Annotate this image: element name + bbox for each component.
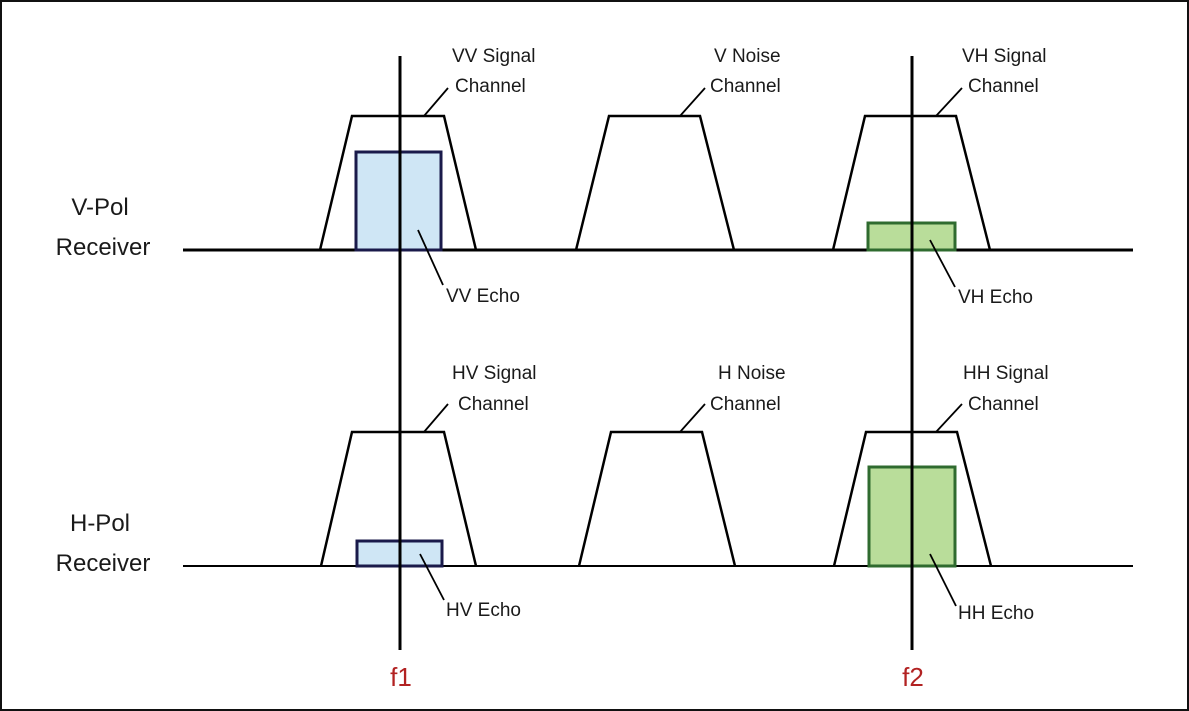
vh-channel-label-line2: Channel [968, 76, 1039, 97]
h-pol-label-line1: H-Pol [70, 510, 130, 537]
hh-channel-leader [935, 403, 963, 433]
vh-channel-leader [935, 87, 963, 117]
vn-channel-leader [679, 87, 706, 117]
hv-echo-label: HV Echo [446, 600, 521, 621]
h-pol-label-line2: Receiver [56, 550, 151, 577]
hn-channel-label-line1: H Noise [718, 363, 786, 384]
f1-label: f1 [390, 662, 412, 692]
vh-echo-leader [929, 239, 956, 288]
vv-signal-channel-shape [318, 114, 478, 251]
hn-channel-label-line2: Channel [710, 394, 781, 415]
hh-echo-leader [929, 553, 957, 607]
vv-channel-leader [423, 87, 449, 117]
hh-echo-label: HH Echo [958, 603, 1034, 624]
vv-channel-label-line1: VV Signal [452, 46, 535, 67]
vh-echo-label: VH Echo [958, 287, 1033, 308]
hv-channel-label-line2: Channel [458, 394, 529, 415]
h-noise-channel-shape [577, 430, 737, 567]
vv-echo-label: VV Echo [446, 286, 520, 307]
vh-channel-label-line1: VH Signal [962, 46, 1047, 67]
vn-channel-label-line1: V Noise [714, 46, 781, 67]
hn-channel-leader [679, 403, 706, 433]
f2-label: f2 [902, 662, 924, 692]
v-noise-channel-shape [574, 114, 736, 251]
hh-channel-label-line2: Channel [968, 394, 1039, 415]
hh-channel-label-line1: HH Signal [963, 363, 1049, 384]
hv-echo-leader [419, 553, 445, 601]
vv-echo-leader [417, 229, 444, 286]
vv-channel-label-line2: Channel [455, 76, 526, 97]
hv-signal-channel-shape [319, 430, 478, 567]
hv-channel-label-line1: HV Signal [452, 363, 537, 384]
vn-channel-label-line2: Channel [710, 76, 781, 97]
v-pol-label-line1: V-Pol [71, 194, 128, 221]
v-pol-label-line2: Receiver [56, 234, 151, 261]
hv-channel-leader [423, 403, 449, 433]
